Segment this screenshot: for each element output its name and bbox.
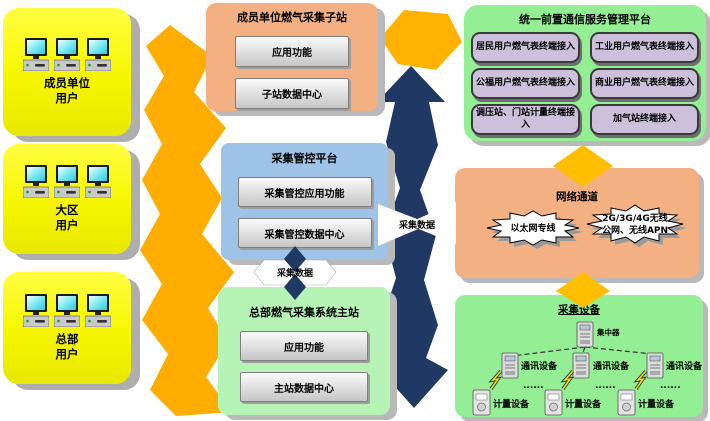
terminal-public-welfare: 公福用户燃气表终端接入 [471, 68, 580, 99]
terminal-regulator-gate-station: 调压站、门站计量终端接入 [471, 104, 580, 135]
channel-ethernet-label: 以太网专线 [510, 224, 556, 234]
user-label-line1: 大区 [55, 203, 79, 218]
meter-device-label: 计量设备 [565, 398, 602, 410]
master-app-function: 应用功能 [240, 331, 368, 361]
control-platform-title: 采集管控平台 [271, 152, 338, 165]
channel-wireless-line1: 2G/3G/4G无线 [602, 214, 668, 224]
network-title: 网络通道 [556, 191, 598, 203]
tree-link [511, 346, 586, 357]
user-box-member-units: 成员单位 用户 [3, 8, 131, 136]
terminal-grid: 居民用户燃气表终端接入 工业用户燃气表终端接入 公福用户燃气表终端接入 商业用户… [471, 32, 699, 135]
terminal-industrial: 工业用户燃气表终端接入 [590, 32, 699, 63]
user-box-headquarters: 总部 用户 [3, 272, 131, 384]
ellipsis: ...... [523, 381, 544, 391]
control-app-function: 采集管控应用功能 [237, 177, 372, 207]
computer-icon [23, 165, 49, 199]
terminal-residential: 居民用户燃气表终端接入 [471, 32, 580, 63]
device-tree: 集中器 通讯设备 通讯设备 通讯设备 ...... ...... ...... … [472, 321, 703, 416]
computer-icon [54, 38, 80, 72]
substation-data-center: 子站数据中心 [235, 78, 349, 109]
orange-zigzag-arrow [140, 25, 234, 416]
comm-platform-title: 统一前置通信服务管理平台 [519, 13, 651, 26]
substation-title: 成员单位燃气采集子站 [237, 11, 347, 24]
meter-device-icon [544, 389, 563, 416]
meter-device-icon [617, 389, 636, 416]
user-label-line2: 用户 [55, 347, 79, 361]
computer-icon [85, 165, 111, 199]
lightning-link-icon [634, 369, 648, 391]
comm-device-label: 通讯设备 [593, 360, 630, 372]
user-box-region: 大区 用户 [3, 144, 131, 254]
user-group-label: 总部 用户 [56, 332, 79, 362]
tree-link [584, 346, 654, 355]
collection-devices-box: 采集设备 集中器 通讯设备 通讯设备 通讯设备 ...... ...... ..… [455, 295, 703, 417]
user-label-line1: 总部 [55, 332, 79, 347]
computer-icon [54, 165, 80, 199]
ellipsis: ...... [660, 381, 681, 391]
concentrator-label: 集中器 [596, 327, 620, 337]
control-data-center: 采集管控数据中心 [237, 218, 372, 248]
starburst-shapes [486, 204, 687, 249]
comm-device-icon [646, 352, 664, 379]
network-channel-box: 网络通道 以太网专线 2G/3G/4G无线 公网、无线APN [455, 168, 699, 278]
master-station-box: 总部燃气采集系统主站 应用功能 主站数据中心 [218, 287, 390, 415]
comm-device-icon [501, 352, 519, 379]
computer-icon [23, 38, 49, 72]
tree-link [581, 346, 586, 356]
master-station-title: 总部燃气采集系统主站 [249, 306, 359, 319]
comm-device-label: 通讯设备 [666, 360, 703, 372]
user-label-line1: 成员单位 [44, 76, 90, 91]
computer-icons-row [23, 165, 111, 199]
terminal-commercial: 商业用户燃气表终端接入 [590, 68, 699, 99]
computer-icon [23, 294, 49, 328]
computer-icons-row [23, 294, 111, 328]
computer-icon [85, 38, 111, 72]
channel-wireless-label: 2G/3G/4G无线 公网、无线APN [587, 213, 683, 237]
starburst-wireless [586, 204, 684, 244]
starburst-ethernet [486, 210, 580, 246]
comm-device-label: 通讯设备 [521, 360, 558, 372]
concentrator-icon [576, 321, 594, 348]
channel-wireless-line2: 公网、无线APN [601, 226, 669, 237]
user-label-line2: 用户 [55, 218, 79, 232]
meter-device-label: 计量设备 [493, 398, 530, 410]
comm-platform-box: 统一前置通信服务管理平台 居民用户燃气表终端接入 工业用户燃气表终端接入 公福用… [464, 5, 706, 141]
meter-device-label: 计量设备 [638, 398, 675, 410]
lightning-link-icon [561, 369, 575, 391]
user-group-label: 大区 用户 [56, 203, 79, 233]
substation-box: 成员单位燃气采集子站 应用功能 子站数据中心 [206, 3, 378, 111]
user-group-label: 成员单位 用户 [44, 76, 90, 106]
control-platform-box: 采集管控平台 采集管控应用功能 采集管控数据中心 [221, 143, 388, 260]
computer-icon [85, 294, 111, 328]
computer-icon [54, 294, 80, 328]
meter-device-icon [472, 389, 491, 416]
ellipsis: ...... [595, 381, 616, 391]
terminal-gas-filling-station: 加气站终端接入 [590, 104, 699, 135]
master-data-center: 主站数据中心 [240, 372, 368, 402]
user-label-line2: 用户 [55, 91, 79, 105]
substation-app-function: 应用功能 [235, 36, 349, 67]
computer-icons-row [23, 38, 111, 72]
comm-device-icon [572, 352, 590, 379]
orange-connector-arrow [380, 10, 462, 70]
lightning-link-icon [489, 369, 503, 391]
